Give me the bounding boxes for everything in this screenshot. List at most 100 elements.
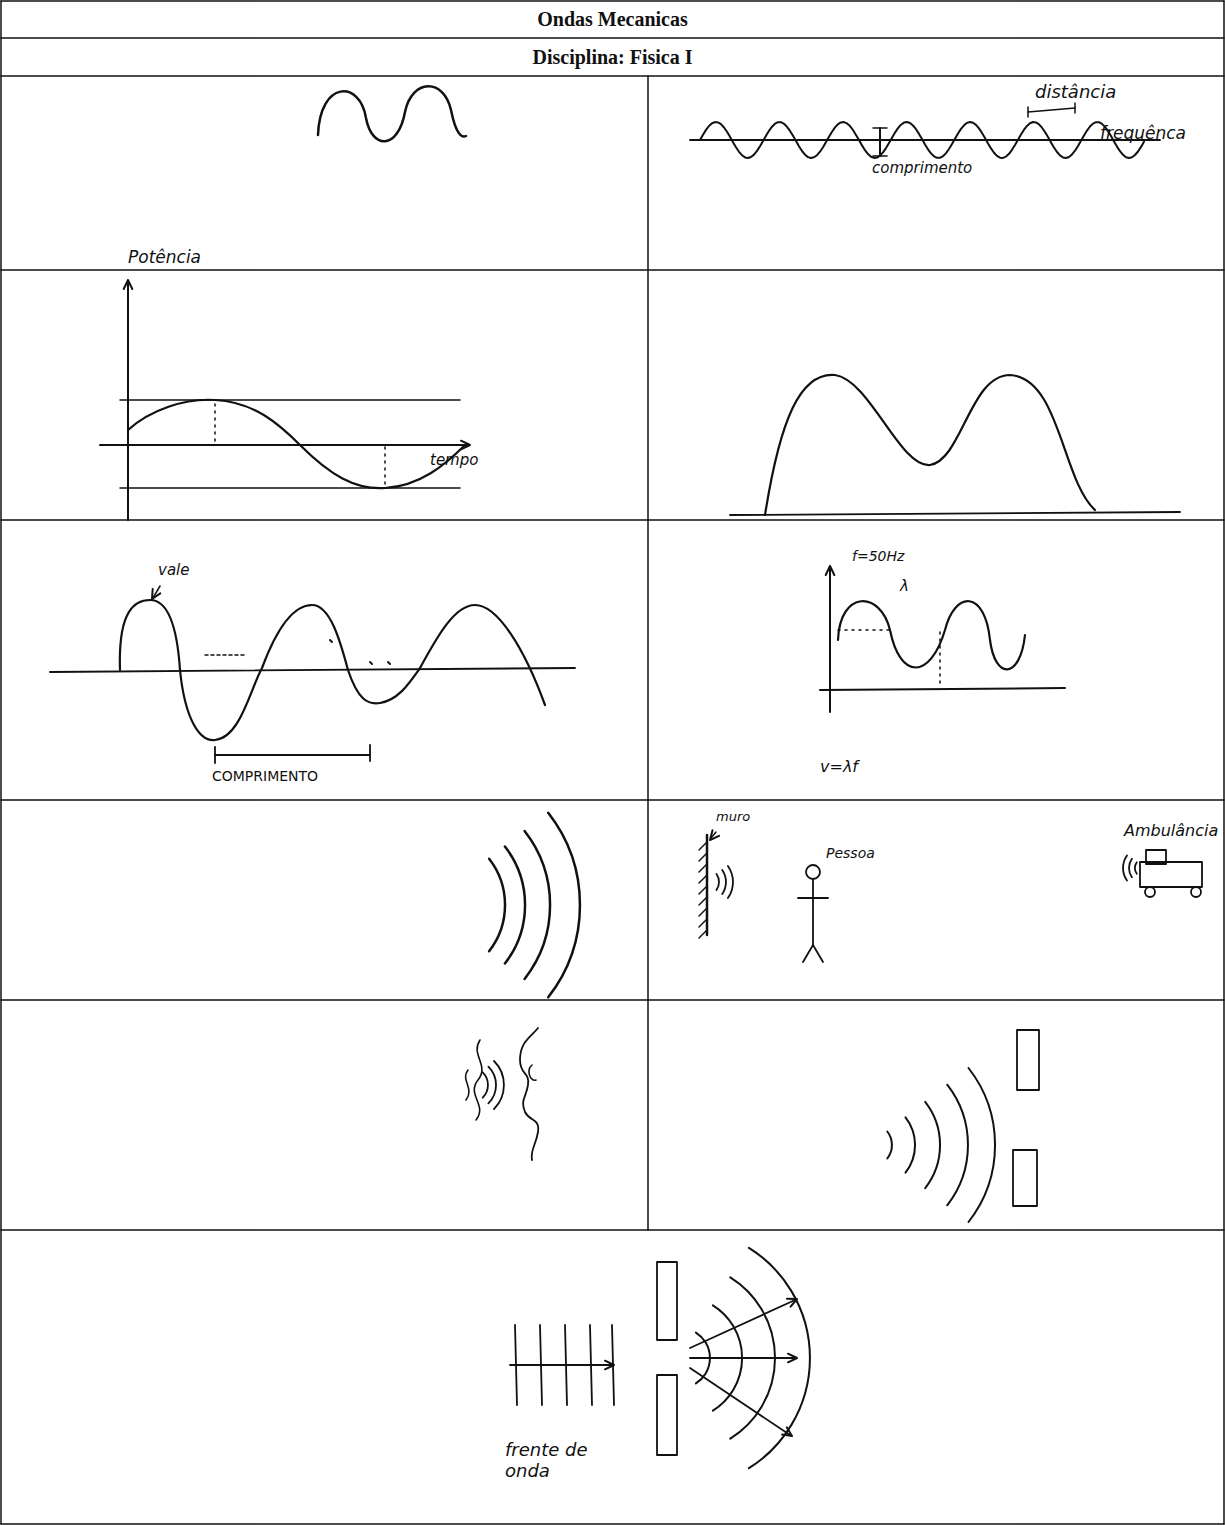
ray-arrow-head	[787, 1299, 797, 1307]
wave-label: frequênca	[1100, 124, 1186, 144]
wavefront-arc	[525, 831, 550, 979]
sound-arc	[483, 1072, 488, 1097]
dotted-guide	[388, 662, 390, 664]
barrier-block	[657, 1375, 677, 1455]
sound-squiggle	[466, 1070, 469, 1100]
table-subtitle: Disciplina: Fisica I	[0, 46, 1225, 69]
sound-arc	[722, 870, 726, 894]
barrier-block	[657, 1262, 677, 1340]
ray-arrow	[510, 1364, 612, 1366]
axis-line	[50, 668, 575, 672]
wave-label: distância	[1035, 82, 1116, 103]
ground-line	[730, 512, 1180, 515]
ambulance-label: Ambulância	[1124, 822, 1218, 840]
ear-inner	[529, 1065, 536, 1080]
plane-wavefront	[540, 1325, 542, 1405]
dotted-guide	[214, 404, 216, 443]
ray-arrow-head	[788, 1354, 797, 1363]
wavefront-label: frente de onda	[505, 1440, 615, 1481]
ambulance-cab	[1146, 850, 1166, 864]
wavefront-arc	[548, 813, 580, 998]
limit-line	[120, 399, 460, 401]
ray-arrow	[690, 1368, 790, 1435]
dotted-guide	[384, 447, 386, 484]
wavefront-arc	[947, 1085, 968, 1206]
person-label: Pessoa	[826, 845, 875, 861]
axis-label: tempo	[430, 452, 478, 469]
table-rule	[1, 0, 1224, 2]
plane-wavefront	[612, 1325, 614, 1405]
tick-mark	[873, 127, 887, 129]
dotted-guide	[370, 662, 372, 664]
person-leg	[803, 945, 813, 962]
plane-wavefront	[565, 1325, 567, 1405]
length-label: COMPRIMENTO	[212, 768, 318, 784]
ray-arrow	[690, 1300, 795, 1348]
sound-squiggle	[474, 1040, 482, 1120]
wave-sketch	[120, 600, 545, 740]
wall-hatch	[699, 908, 707, 916]
wall-hatch	[699, 864, 707, 872]
leader-arrow	[152, 589, 160, 599]
sound-arc	[1129, 859, 1132, 877]
axis-label: Potência	[128, 248, 201, 268]
ambulance-body	[1140, 862, 1202, 887]
plane-wavefront	[515, 1325, 517, 1405]
frequency-label: f=50Hz	[852, 548, 904, 564]
dotted-guide	[205, 654, 245, 656]
leader-line	[153, 586, 160, 598]
table-rule	[647, 76, 649, 1230]
sound-arc	[488, 1067, 496, 1104]
wall-hatch	[699, 853, 707, 861]
wavelength-symbol: λ	[900, 578, 909, 595]
table-rule	[1, 799, 1224, 801]
dotted-guide	[939, 632, 941, 688]
wavefront-arc	[505, 847, 525, 964]
barrier-block	[1013, 1150, 1037, 1206]
tick-mark	[1027, 107, 1029, 117]
tick-mark	[873, 155, 887, 157]
table-rule	[1, 75, 1224, 77]
wave-label: vale	[158, 562, 189, 579]
limit-line	[120, 487, 460, 489]
person-body	[812, 879, 814, 945]
wavefront-arc	[969, 1068, 996, 1222]
ear-outline	[520, 1028, 538, 1160]
axis-line	[690, 139, 1160, 141]
sound-arc	[1135, 862, 1137, 873]
wavefront-arc	[887, 1132, 892, 1159]
wave-sketch	[318, 86, 466, 141]
table-title: Ondas Mecanicas	[0, 8, 1225, 31]
dotted-guide	[330, 640, 332, 642]
axis-arrow	[826, 566, 835, 575]
table-rule	[1223, 1, 1225, 1524]
sound-arc	[717, 874, 720, 890]
barrier-block	[1017, 1030, 1039, 1090]
wall-hatch	[699, 875, 707, 883]
wall-hatch	[699, 930, 707, 938]
ambulance-wheel	[1145, 887, 1155, 897]
person-head	[806, 865, 820, 879]
wall-hatch	[699, 897, 707, 905]
formula-label: v=λf	[820, 758, 858, 776]
person-leg	[813, 945, 823, 962]
wave-label: comprimento	[872, 160, 972, 177]
table-rule	[1, 1229, 1224, 1231]
dotted-guide	[838, 629, 890, 631]
length-bracket	[215, 754, 370, 756]
wavefront-arc	[906, 1117, 916, 1172]
table-rule	[1, 519, 1224, 521]
tick-mark	[879, 128, 881, 156]
table-rule	[1, 999, 1224, 1001]
table-rule	[1, 1523, 1224, 1525]
axis-line	[100, 444, 468, 446]
person-arm	[798, 897, 828, 899]
axis-line	[127, 282, 129, 520]
tick-mark	[214, 747, 216, 763]
wave-sketch	[765, 375, 1095, 515]
axis-line	[820, 688, 1065, 690]
wave-curve	[838, 601, 1025, 669]
tick-mark	[369, 745, 371, 761]
